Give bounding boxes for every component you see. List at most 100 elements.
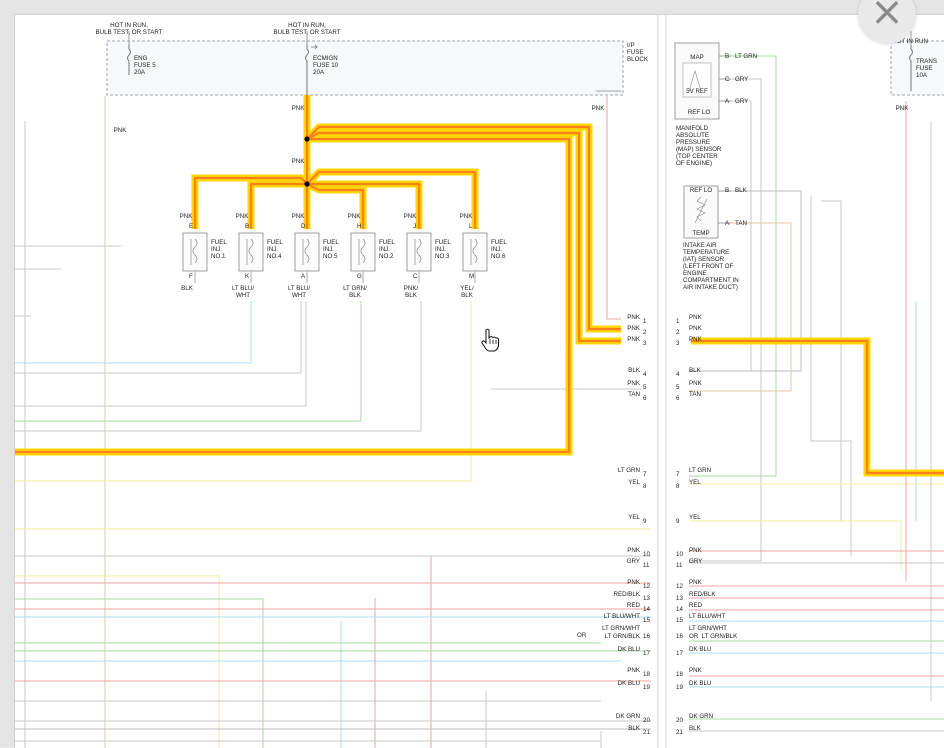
connector-left-wire-label: PNK (627, 579, 640, 586)
connector-left-wire-label: LT GRN (617, 467, 640, 474)
background-wire (15, 575, 220, 748)
map-sensor-element (682, 62, 712, 98)
highlighted-circuit-core (249, 182, 307, 229)
eng-fuse-label: ENG FUSE 5 20A (134, 55, 156, 76)
wire-label: PNK (591, 105, 605, 112)
fuel-injector-coil (358, 238, 366, 265)
injector-name-label: FUEL INJ. NO.4 (267, 239, 283, 260)
injector-name-label: FUEL INJ. NO.6 (491, 239, 507, 260)
connector-left-pin-label: 18 (643, 671, 650, 678)
connector-left-pin-label: 20 (643, 717, 650, 724)
map-pin-label: C (725, 76, 730, 83)
connector-left-pin-label: 15 (643, 617, 650, 624)
connector-right-wire-label: PNK (689, 667, 702, 674)
connector-or-label: OR (577, 632, 587, 639)
connector-left-pin-label: 21 (643, 729, 650, 736)
wire-label: PNK (895, 105, 909, 112)
injector-bottom-wire-label: LT BLU/ WHT (287, 285, 311, 299)
highlighted-circuit-core (306, 131, 621, 343)
close-button[interactable]: × (858, 0, 916, 44)
connector-right-pin-label: 20 (676, 717, 683, 724)
connector-right-pin-label: 12 (676, 583, 683, 590)
connector-right-pin-label: 1 (676, 318, 680, 325)
iat-pin-label: B (725, 187, 730, 194)
map-sensor-symbol (688, 69, 702, 92)
fuse-symbol (305, 45, 309, 95)
background-wire (689, 78, 762, 562)
injector-name-label: FUEL INJ. NO.2 (379, 239, 395, 260)
connector-left-wire-label: YEL (628, 479, 640, 486)
map-sensor-label: MAP (690, 54, 704, 61)
close-icon: × (870, 0, 904, 35)
fuel-injector-coil (246, 238, 254, 265)
iat-sensor-label: REF LO (689, 187, 713, 194)
iat-wire-label: TAN (735, 220, 747, 227)
connector-right-wire-label: BLK (689, 725, 701, 732)
injector-top-wire-label: PNK (347, 213, 361, 220)
wire-label: PNK (291, 105, 305, 112)
fuse-symbol (127, 45, 131, 75)
connector-right-pin-label: 7 (676, 471, 680, 478)
map-sensor-label: REF LO (687, 109, 711, 116)
connector-left-wire-label: PNK (627, 547, 640, 554)
connector-left-wire-label: DK GRN (615, 713, 640, 720)
connector-left-pin-label: 11 (643, 562, 650, 569)
background-wire (15, 598, 264, 748)
connector-right-wire-label: BLK (689, 367, 701, 374)
connector-left-wire-label: BLK (628, 725, 640, 732)
connector-right-pin-label: 3 (676, 340, 680, 347)
connector-left-pin-label: 12 (643, 583, 650, 590)
connector-right-pin-label: 16 (676, 633, 683, 640)
injector-top-wire-label: PNK (291, 213, 305, 220)
connector-right-pin-label: 2 (676, 329, 680, 336)
connector-left-wire-label: LT BLU/WHT (603, 613, 640, 620)
map-sensor-description: MANIFOLD ABSOLUTE PRESSURE (MAP) SENSOR … (676, 125, 722, 167)
connector-right-wire-label: PNK (689, 380, 702, 387)
connector-left-wire-label: PNK (627, 336, 640, 343)
iat-thermistor-symbol (694, 196, 708, 224)
fuel-injector-coil (414, 238, 422, 265)
fuel-injector-body (462, 232, 488, 272)
map-wire-label: LT GRN (735, 53, 758, 60)
connector-right-wire-label: DK GRN (689, 713, 714, 720)
connector-right-wire-label: YEL (689, 514, 701, 521)
connector-right-wire-label: GRY (689, 558, 703, 565)
connector-right-pin-label: 13 (676, 595, 683, 602)
injector-top-pin-label: E (189, 223, 194, 230)
connector-right-pin-label: 8 (676, 483, 680, 490)
background-wire (15, 301, 252, 364)
trans-fuse-label: TRANS FUSE 10A (916, 58, 937, 79)
injector-bottom-wire-label: PNK/ BLK (403, 285, 419, 299)
connector-right-pin-label: 10 (676, 551, 683, 558)
connector-right-wire-label: TAN (689, 391, 701, 398)
connector-left-pin-label: 6 (643, 395, 647, 402)
connector-right-pin-label: 17 (676, 650, 683, 657)
background-wire (15, 301, 472, 482)
splice-dot (304, 136, 310, 142)
map-sensor-label: 5V REF (686, 88, 708, 95)
connector-left-pin-label: 5 (643, 384, 647, 391)
iat-sensor-body (683, 185, 719, 239)
splice-dot (304, 181, 310, 187)
connector-right-pin-label: 11 (676, 562, 683, 569)
connector-right-wire-label: DK BLU (689, 646, 712, 653)
connector-left-pin-label: 1 (643, 318, 647, 325)
connector-right-pin-label: 6 (676, 395, 680, 402)
injector-bottom-pin-label: M (469, 273, 475, 280)
background-wire (729, 100, 752, 371)
background-wire (810, 196, 852, 556)
injector-bottom-wire-label: BLK (181, 285, 193, 292)
highlighted-circuit-core (306, 183, 365, 229)
connector-right-wire-label: PNK (689, 325, 702, 332)
background-wire (689, 520, 902, 571)
connector-right-wire-label: DK BLU (689, 680, 712, 687)
connector-left-pin-label: 7 (643, 471, 647, 478)
connector-left-pin-label: 8 (643, 483, 647, 490)
background-wire (689, 190, 802, 372)
connector-right-wire-label: LT GRN (689, 467, 712, 474)
connector-left-wire-label: LT GRN/WHT (602, 625, 640, 632)
fuel-injector-coil (190, 238, 198, 265)
background-wire (15, 301, 302, 374)
